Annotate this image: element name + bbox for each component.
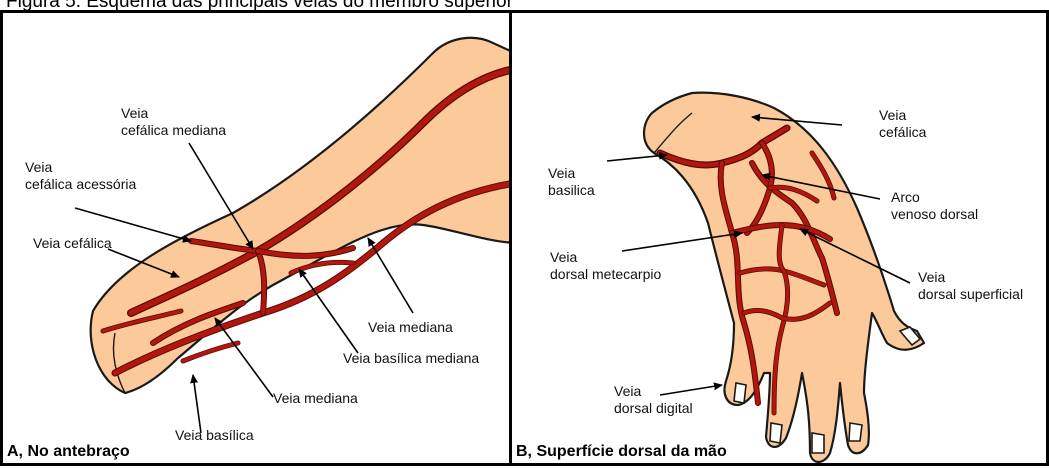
panel-hand: Veia cefálica Veia basilica Arco venoso … — [509, 10, 1049, 466]
label-dorsal-metacarpio: Veia dorsal metecarpio — [550, 249, 661, 283]
label-cefalica-mediana: Veia cefálica mediana — [121, 105, 226, 139]
label-mediana-lower: Veia mediana — [273, 390, 358, 407]
label-arco-venoso: Arco venoso dorsal — [891, 189, 978, 223]
nail-index — [734, 383, 746, 403]
label-basilica-hand: Veia basilica — [548, 165, 595, 199]
label-cefalica-hand: Veia cefálica — [879, 107, 926, 141]
label-cefalica-acessoria: Veia cefálica acessória — [25, 159, 136, 193]
nail-little — [849, 423, 862, 441]
panel-b-caption: B, Superfície dorsal da mão — [516, 443, 730, 461]
panel-forearm: Veia cefálica mediana Veia cefálica aces… — [0, 10, 512, 466]
panel-a-caption: A, No antebraço — [7, 443, 133, 461]
label-basilica-mediana: Veia basílica mediana — [343, 350, 479, 367]
label-dorsal-superficial: Veia dorsal superficial — [918, 269, 1023, 303]
nail-middle — [770, 423, 782, 443]
nail-ring — [812, 433, 824, 453]
label-dorsal-digital: Veia dorsal digital — [614, 383, 693, 417]
hand-illustration — [512, 13, 1049, 466]
label-basilica: Veia basílica — [175, 427, 254, 444]
label-mediana-upper: Veia mediana — [368, 319, 453, 336]
label-cefalica: Veia cefálica — [33, 235, 112, 252]
